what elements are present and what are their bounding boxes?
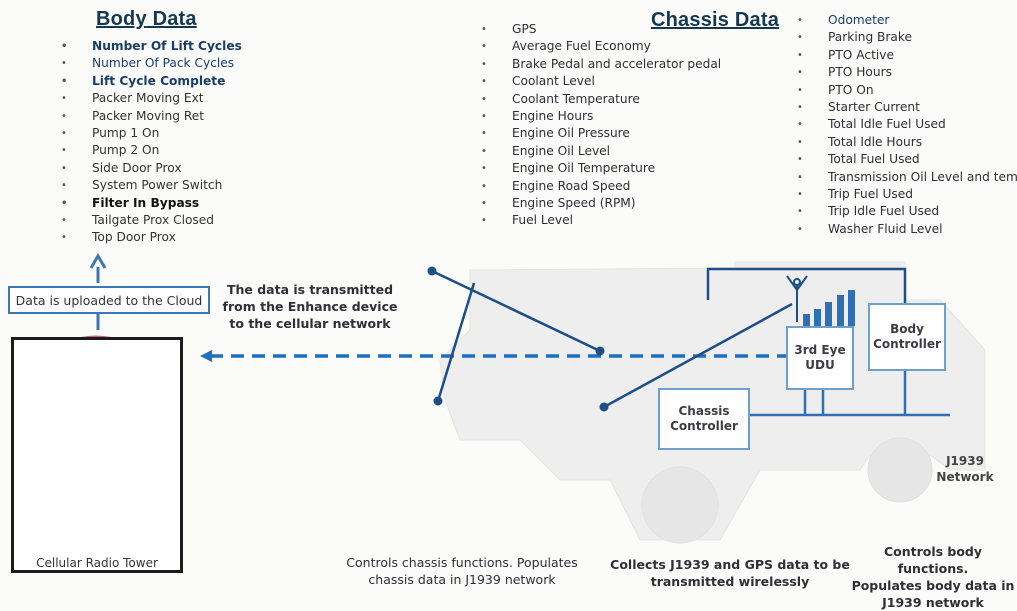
list-item: Number Of Pack Cycles bbox=[61, 55, 242, 73]
list-item: Trip Idle Fuel Used bbox=[797, 203, 1017, 221]
signal-bars-icon bbox=[803, 290, 855, 326]
node-label: J1939 bbox=[946, 454, 984, 468]
caption-line: Controls chassis functions. Populates bbox=[346, 555, 578, 570]
node-label: Chassis bbox=[678, 404, 730, 418]
list-item: Coolant Temperature bbox=[481, 91, 721, 109]
chassis-controller-node: Chassis Controller bbox=[658, 388, 750, 450]
list-item: Tailgate Prox Closed bbox=[61, 212, 242, 230]
list-item: Filter In Bypass bbox=[61, 195, 242, 213]
list-item: Fuel Level bbox=[481, 212, 721, 230]
body-controller-node: Body Controller bbox=[868, 303, 946, 371]
chassis-data-list-1: GPS Average Fuel Economy Brake Pedal and… bbox=[481, 21, 721, 230]
list-item: Pump 2 On bbox=[61, 142, 242, 160]
list-item: Total Idle Hours bbox=[797, 134, 1017, 152]
node-label: Body bbox=[890, 322, 924, 336]
upload-arrow-icon bbox=[89, 253, 107, 330]
tower-label: Cellular Radio Tower bbox=[14, 556, 180, 570]
node-label: UDU bbox=[805, 358, 835, 372]
caption-line: J1939 network bbox=[882, 595, 984, 610]
chassis-caption: Controls chassis functions. Populates ch… bbox=[326, 554, 598, 588]
list-item: Transmission Oil Level and temp bbox=[797, 169, 1017, 187]
list-item: Engine Oil Level bbox=[481, 143, 721, 161]
list-item: PTO Hours bbox=[797, 64, 1017, 82]
list-item: PTO On bbox=[797, 82, 1017, 100]
list-item: Side Door Prox bbox=[61, 160, 242, 178]
caption-line: Controls body functions. bbox=[883, 544, 983, 576]
caption-line: Populates body data in bbox=[851, 578, 1015, 593]
cloud-upload-box: Data is uploaded to the Cloud bbox=[8, 286, 210, 314]
list-item: System Power Switch bbox=[61, 177, 242, 195]
list-item: Brake Pedal and accelerator pedal bbox=[481, 56, 721, 74]
list-item: Engine Oil Pressure bbox=[481, 125, 721, 143]
list-item: Washer Fluid Level bbox=[797, 221, 1017, 239]
antenna-icon bbox=[786, 275, 808, 322]
list-item: Starter Current bbox=[797, 99, 1017, 117]
list-item: PTO Active bbox=[797, 47, 1017, 65]
list-item: Parking Brake bbox=[797, 29, 1017, 47]
list-item: Trip Fuel Used bbox=[797, 186, 1017, 204]
transmit-caption: The data is transmitted from the Enhance… bbox=[222, 281, 398, 332]
list-item: Odometer bbox=[797, 12, 1017, 30]
list-item: Coolant Level bbox=[481, 73, 721, 91]
udu-caption: Collects J1939 and GPS data to be transm… bbox=[608, 556, 852, 590]
list-item: Packer Moving Ext bbox=[61, 90, 242, 108]
transmit-caption-line: from the Enhance device bbox=[222, 299, 398, 314]
body-data-list: Number Of Lift Cycles Number Of Pack Cyc… bbox=[61, 38, 242, 247]
body-title-word: Body bbox=[96, 8, 147, 30]
list-item: Packer Moving Ret bbox=[61, 108, 242, 126]
list-item: Top Door Prox bbox=[61, 229, 242, 247]
list-item: Engine Speed (RPM) bbox=[481, 195, 721, 213]
node-label: Controller bbox=[670, 419, 738, 433]
body-data-title: Body Data bbox=[96, 8, 197, 31]
caption-line: chassis data in J1939 network bbox=[368, 572, 556, 587]
body-title-rest: Data bbox=[146, 8, 197, 30]
caption-line: transmitted wirelessly bbox=[650, 574, 810, 589]
caption-line: Collects J1939 and GPS data to be bbox=[610, 557, 850, 572]
j1939-network-label: J1939 Network bbox=[930, 453, 1000, 485]
node-label: Controller bbox=[873, 337, 941, 351]
list-item: Lift Cycle Complete bbox=[61, 73, 242, 91]
list-item: Engine Hours bbox=[481, 108, 721, 126]
node-label: 3rd Eye bbox=[794, 343, 846, 357]
list-item: Number Of Lift Cycles bbox=[61, 38, 242, 56]
node-label: Network bbox=[936, 470, 994, 484]
list-item: GPS bbox=[481, 21, 721, 39]
list-item: Engine Oil Temperature bbox=[481, 160, 721, 178]
body-caption: Controls body functions. Populates body … bbox=[850, 543, 1016, 611]
list-item: Total Idle Fuel Used bbox=[797, 116, 1017, 134]
list-item: Total Fuel Used bbox=[797, 151, 1017, 169]
list-item: Average Fuel Economy bbox=[481, 38, 721, 56]
list-item: Pump 1 On bbox=[61, 125, 242, 143]
list-item: Engine Road Speed bbox=[481, 178, 721, 196]
cellular-tower-panel bbox=[11, 337, 183, 573]
transmission-arrow bbox=[200, 350, 786, 362]
chassis-data-list-2: Odometer Parking Brake PTO Active PTO Ho… bbox=[797, 12, 1017, 239]
third-eye-udu-node: 3rd Eye UDU bbox=[786, 326, 854, 390]
network-connectors bbox=[431, 267, 907, 409]
connector-nodes bbox=[427, 266, 609, 412]
transmit-caption-line: to the cellular network bbox=[229, 316, 391, 331]
transmit-caption-line: The data is transmitted bbox=[226, 282, 394, 297]
